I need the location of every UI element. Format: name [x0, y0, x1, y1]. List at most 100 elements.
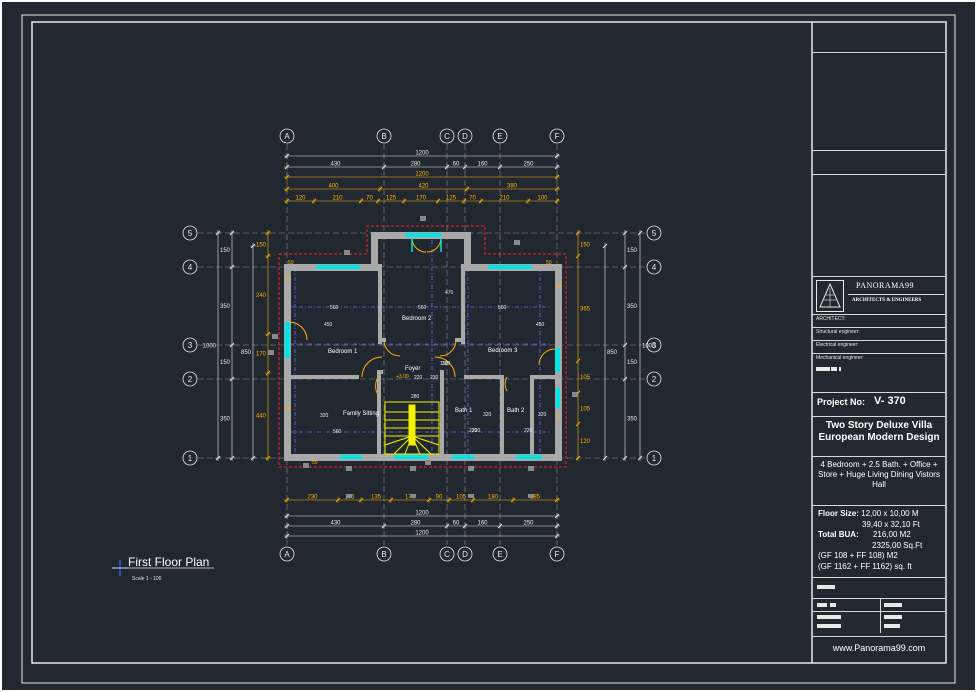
dim-label: 125 [386, 196, 397, 202]
dim-label: 105 [580, 375, 591, 381]
dim-label: 60 [453, 162, 460, 168]
dim-label: 850 [241, 350, 252, 356]
blue-grid [290, 240, 550, 455]
room-bath-1: Bath 1 [455, 408, 473, 414]
grid-label-E: E [497, 132, 502, 141]
dim-label: 1000 [203, 344, 217, 350]
plan-title-block: First Floor Plan Scale 1 - 100 [112, 555, 214, 582]
grid-bubble-E [492, 546, 508, 562]
grid-bubble-3 [182, 337, 198, 353]
dim-label: 240 [256, 293, 267, 299]
inner-dim: 450 [536, 322, 545, 328]
grid-label-D: D [462, 132, 468, 141]
tb-structural: Structural engineer: [812, 327, 946, 340]
brand-divider [848, 294, 944, 295]
tb-rev-row-1 [812, 22, 946, 52]
grid-label-3: 3 [652, 341, 657, 350]
grid-bubble-E [492, 128, 508, 144]
tb-floor-data: Floor Size: 12,00 x 10,00 M 39,40 x 32,1… [812, 505, 946, 577]
dim-label: 150 [580, 243, 591, 249]
bua-m: 216,00 M2 [872, 530, 911, 539]
bua-label: Total BUA: [818, 530, 859, 539]
dim-label: 150 [220, 360, 231, 366]
website-link[interactable]: www.Panorama99.com [832, 643, 926, 653]
project-label: Project No: [817, 397, 866, 407]
grid-label-B: B [381, 132, 386, 141]
inner-dim: 320 [483, 412, 492, 418]
sheet-border [21, 14, 956, 684]
inner-dim: 220 [472, 428, 481, 434]
grid-label-4: 4 [652, 263, 657, 272]
small-label: 50 [288, 260, 294, 266]
grid-label-D: D [462, 550, 468, 559]
dim-label: 1200 [415, 531, 429, 537]
dim-label: 125 [446, 196, 457, 202]
inner-dim: 560 [498, 305, 507, 311]
floor-size-ft: 39,40 x 32,10 Ft [862, 519, 920, 529]
grid-bubble-A [279, 546, 295, 562]
dimension-lines [215, 153, 643, 539]
small-label: 30 [285, 276, 291, 282]
dim-label: 70 [366, 196, 373, 202]
dim-label: 100 [537, 196, 548, 202]
structural-label: Structural engineer: [816, 329, 860, 335]
grid-label-1: 1 [652, 454, 657, 463]
grid-label-4: 4 [188, 263, 193, 272]
dim-label: 250 [523, 162, 534, 168]
grid-label-E: E [497, 550, 502, 559]
grid-label-1: 1 [188, 454, 193, 463]
grid-bubble-F [549, 546, 565, 562]
dim-label: 120 [295, 196, 306, 202]
red-building-outline [278, 225, 567, 468]
dim-label: 280 [410, 162, 421, 168]
grid-label-5: 5 [652, 229, 657, 238]
room-foyer: Foyer [405, 366, 420, 372]
room-labels: Bedroom 1 Bedroom 2 Bedroom 3 Foyer Fami… [328, 316, 525, 417]
dim-label: 135 [371, 495, 382, 501]
title-block: PANORAMA99 ARCHITECTS & ENGINEERS ARCHIT… [812, 22, 946, 663]
dim-label: 150 [256, 243, 267, 249]
plan-scale: Scale 1 - 100 [132, 576, 162, 582]
tb-rev-row-2 [812, 52, 946, 150]
dim-label: 180 [488, 495, 499, 501]
grid-bubble-1 [646, 450, 662, 466]
dim-label: 380 [507, 184, 518, 190]
dim-label: 250 [523, 521, 534, 527]
room-family-sitting: Family Sitting [343, 411, 379, 417]
dim-label: 105 [456, 495, 467, 501]
room-bedroom-1: Bedroom 1 [328, 349, 358, 355]
tb-description: 4 Bedroom + 2.5 Bath. + Office + Store +… [812, 456, 946, 502]
mechanical-label: Mechanical engineer: [816, 355, 864, 361]
room-bedroom-2: Bedroom 2 [402, 316, 432, 322]
dim-label: 160 [477, 162, 488, 168]
gf-ft: (GF 1162 + FF 1162) sq. ft [818, 561, 912, 571]
grid-label-3: 3 [188, 341, 193, 350]
section-markers [268, 216, 578, 498]
project-description: 4 Bedroom + 2.5 Bath. + Office + Store +… [818, 460, 940, 489]
grid-bubble-C [439, 546, 455, 562]
dim-label: 365 [580, 307, 591, 313]
tb-brand: PANORAMA99 ARCHITECTS & ENGINEERS [812, 276, 946, 314]
grid-label-C: C [444, 132, 450, 141]
grid-bubble-D [457, 128, 473, 144]
tb-architect: ARCHITECT: [812, 314, 946, 327]
dim-label: 150 [627, 360, 638, 366]
inner-dim: 560 [418, 305, 427, 311]
dim-label: 90 [436, 495, 443, 501]
grid-bubble-B [376, 128, 392, 144]
architect-label: ARCHITECT: [816, 316, 846, 322]
grid-bubble-4 [646, 259, 662, 275]
grid-bubble-B [376, 546, 392, 562]
staircase [384, 401, 440, 455]
tb-sign-row [812, 598, 946, 633]
small-label: 50 [285, 406, 291, 412]
small-label: 50 [546, 260, 552, 266]
dim-label: 400 [328, 184, 339, 190]
door-leaves [288, 238, 557, 372]
tb-project: Project No: V- 370 [812, 392, 946, 412]
inner-dim: 220 [469, 428, 478, 434]
dim-label: 440 [256, 414, 267, 420]
